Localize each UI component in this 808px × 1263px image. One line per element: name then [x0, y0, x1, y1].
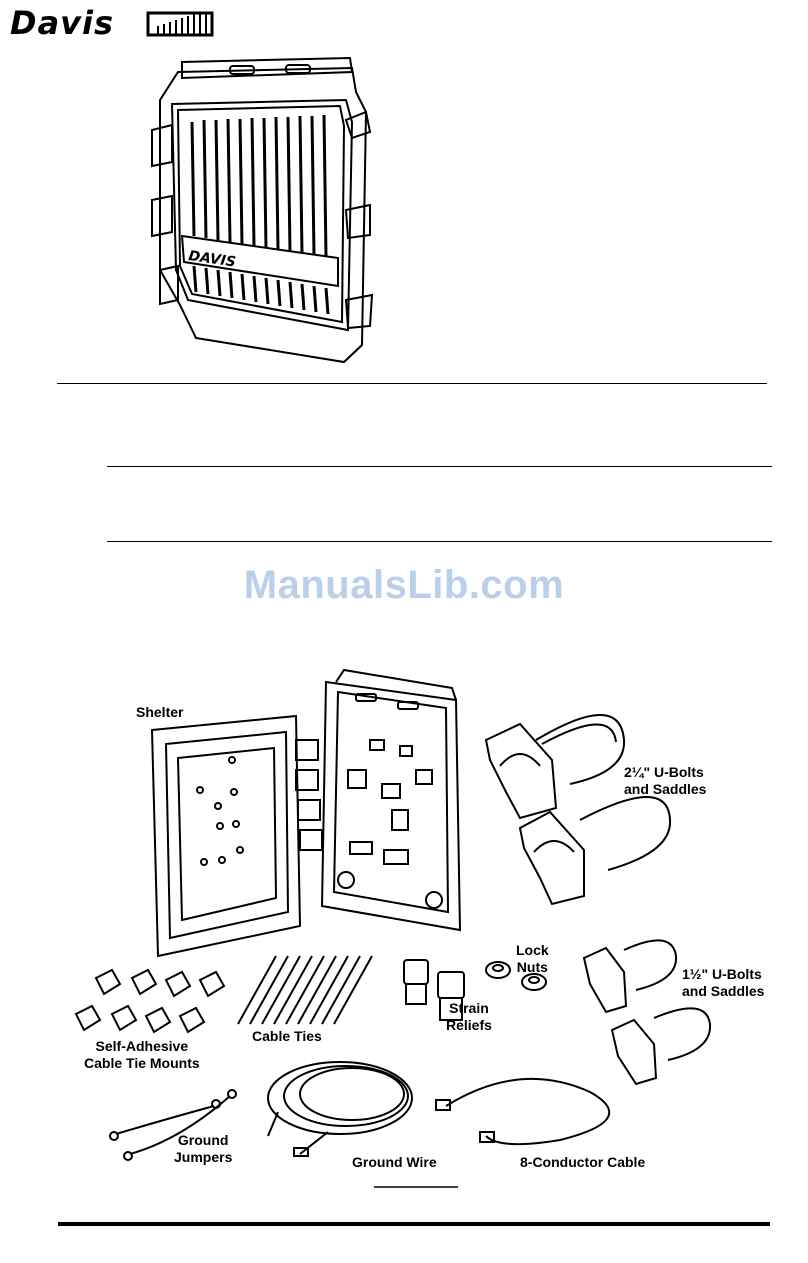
- brand-name: Davis: [10, 4, 115, 42]
- label-tie-mounts: Self-Adhesive Cable Tie Mounts: [84, 1038, 200, 1071]
- label-ground-jumpers: Ground Jumpers: [174, 1132, 233, 1165]
- watermark: ManualsLib.com: [243, 563, 565, 607]
- label-lock-nuts: Lock Nuts: [516, 942, 549, 975]
- section-divider-top: [57, 383, 767, 384]
- label-ground-wire: Ground Wire: [352, 1154, 437, 1170]
- label-cable-ties: Cable Ties: [252, 1028, 322, 1044]
- device-brand-badge: DAVIS: [187, 248, 236, 270]
- section-divider-lower: [107, 541, 772, 542]
- section-divider-middle: [107, 466, 772, 467]
- label-large-ubolts: 2¼" U-Bolts and Saddles: [624, 764, 707, 797]
- label-strain-reliefs: Strain Reliefs: [446, 1000, 492, 1033]
- label-small-ubolts: 1½" U-Bolts and Saddles: [682, 966, 765, 999]
- label-shelter: Shelter: [136, 704, 184, 720]
- weather-station-enclosure-illustration: DAVIS: [151, 56, 374, 364]
- footer-rule: [58, 1222, 770, 1226]
- label-8-conductor-cable: 8-Conductor Cable: [520, 1154, 646, 1170]
